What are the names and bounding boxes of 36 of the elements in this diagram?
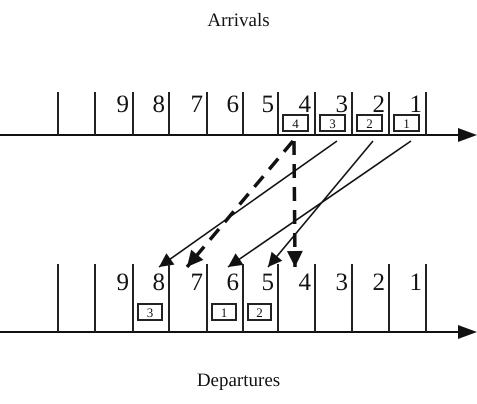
axis-caption: Departures	[196, 370, 282, 392]
slot-number: 3	[336, 92, 348, 117]
slot-number: 9	[116, 92, 129, 117]
slot-number: 5	[262, 270, 274, 295]
packet-box: 2	[247, 303, 272, 321]
time-slot	[388, 92, 427, 135]
arrow	[286, 140, 303, 268]
arrow	[228, 140, 412, 268]
slot-number: 9	[116, 270, 129, 295]
packet-box: 1	[393, 114, 420, 132]
slot-number: 1	[410, 270, 422, 295]
slot-number: 7	[190, 92, 203, 117]
time-slot	[277, 92, 314, 135]
packet-box: 4	[282, 114, 309, 132]
packet-box: 1	[211, 303, 237, 321]
axis-caption: Arrivals	[206, 10, 271, 32]
slot-number: 7	[190, 270, 203, 295]
slot-number: 2	[372, 92, 385, 117]
time-slot	[277, 264, 314, 332]
packet-box: 3	[319, 114, 346, 132]
arrow	[186, 140, 294, 268]
packet-box: 3	[137, 303, 163, 321]
slot-number: 4	[298, 270, 311, 295]
arrow	[267, 140, 374, 268]
slot-number: 5	[262, 92, 274, 117]
packet-box: 2	[356, 114, 383, 132]
slot-number: 8	[152, 92, 165, 117]
slot-number: 2	[372, 270, 385, 295]
slot-number: 6	[226, 270, 239, 295]
arrow	[158, 140, 338, 268]
slot-number: 6	[226, 92, 239, 117]
slot-number: 3	[336, 270, 348, 295]
time-slot	[388, 264, 427, 332]
slot-number: 8	[152, 270, 165, 295]
slot-number: 4	[298, 92, 311, 117]
slot-number: 1	[410, 92, 422, 117]
